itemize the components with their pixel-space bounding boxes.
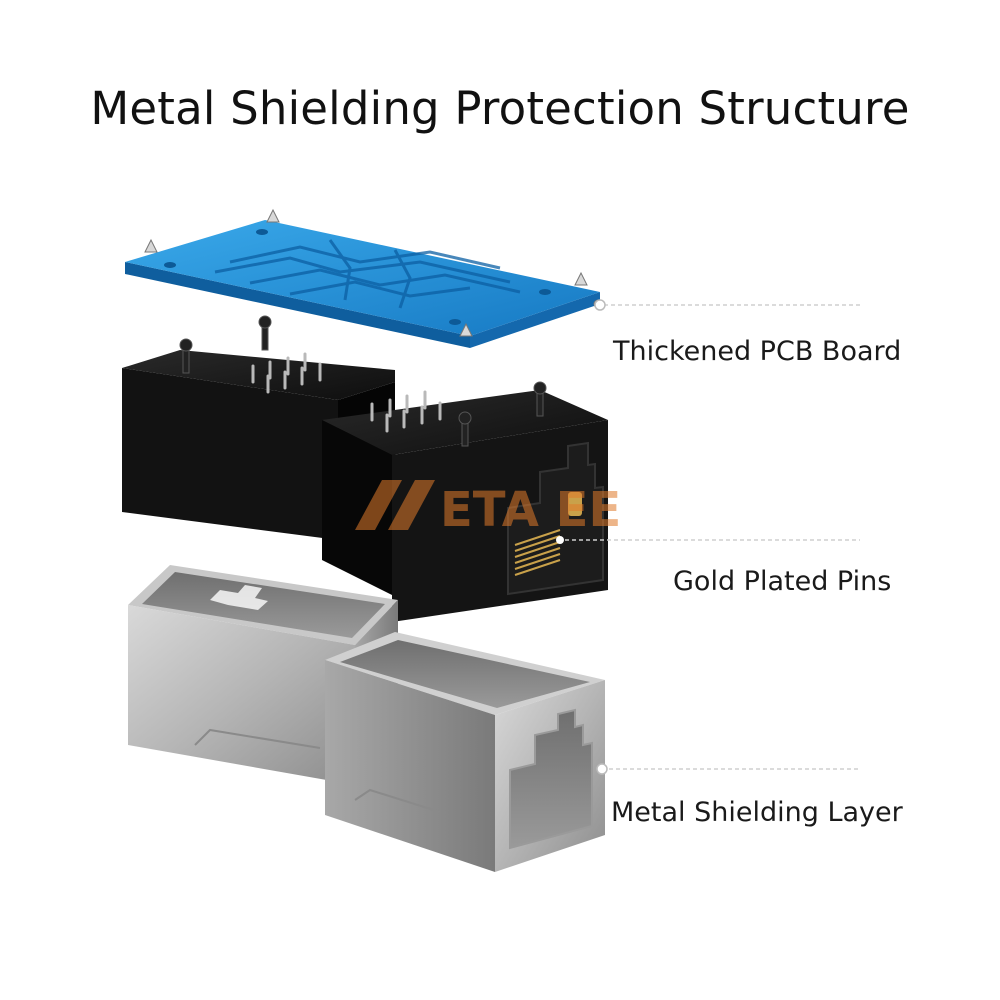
circuit-traces xyxy=(214,239,521,309)
pcb-board xyxy=(125,208,603,348)
leader-dot-pcb xyxy=(594,299,606,311)
shield-port-opening xyxy=(509,708,593,850)
label-gold-pins: Gold Plated Pins xyxy=(673,566,892,597)
leader-dot-shield xyxy=(596,763,608,775)
watermark-text: ETA EE xyxy=(440,482,621,538)
right-pins xyxy=(370,390,442,433)
watermark-logo: ETA EE xyxy=(355,480,621,538)
rj45-port xyxy=(507,441,604,596)
left-shield xyxy=(128,565,398,785)
label-metal-shield: Metal Shielding Layer xyxy=(611,797,903,828)
diagram-title: Metal Shielding Protection Structure xyxy=(90,82,910,135)
right-shield xyxy=(325,632,605,872)
leader-lines xyxy=(565,304,860,770)
gold-contacts xyxy=(514,529,561,576)
label-pcb-board: Thickened PCB Board xyxy=(613,336,902,367)
left-pins xyxy=(251,352,322,394)
right-housing xyxy=(322,381,608,622)
